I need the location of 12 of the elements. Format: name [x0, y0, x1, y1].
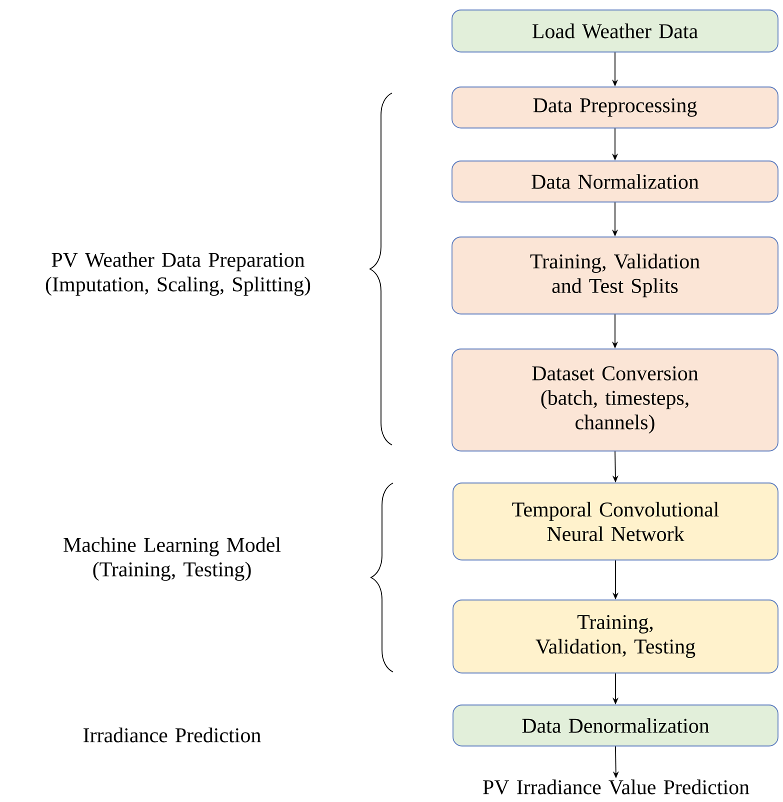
process-box: Load Weather Data [452, 10, 778, 52]
side-label: Irradiance Prediction [84, 728, 261, 742]
side-label: Machine Learning Model (Training, Testing) [64, 537, 281, 581]
process-box: Temporal Convolutional Neural Network [452, 482, 778, 560]
process-box: Data Normalization [452, 160, 778, 202]
process-box: Data Denormalization [452, 704, 778, 746]
process-box: Data Preprocessing [452, 86, 778, 128]
process-box: Training, Validation and Test Splits [452, 236, 778, 314]
process-box: Training, Validation, Testing [452, 600, 778, 674]
side-label: PV Weather Data Preparation (Imputation, Scaling, Splitting) [46, 252, 310, 296]
process-box: Dataset Conversion (batch, timesteps, channels) [452, 348, 778, 452]
output-text: PV Irradiance Value Prediction [483, 780, 750, 794]
